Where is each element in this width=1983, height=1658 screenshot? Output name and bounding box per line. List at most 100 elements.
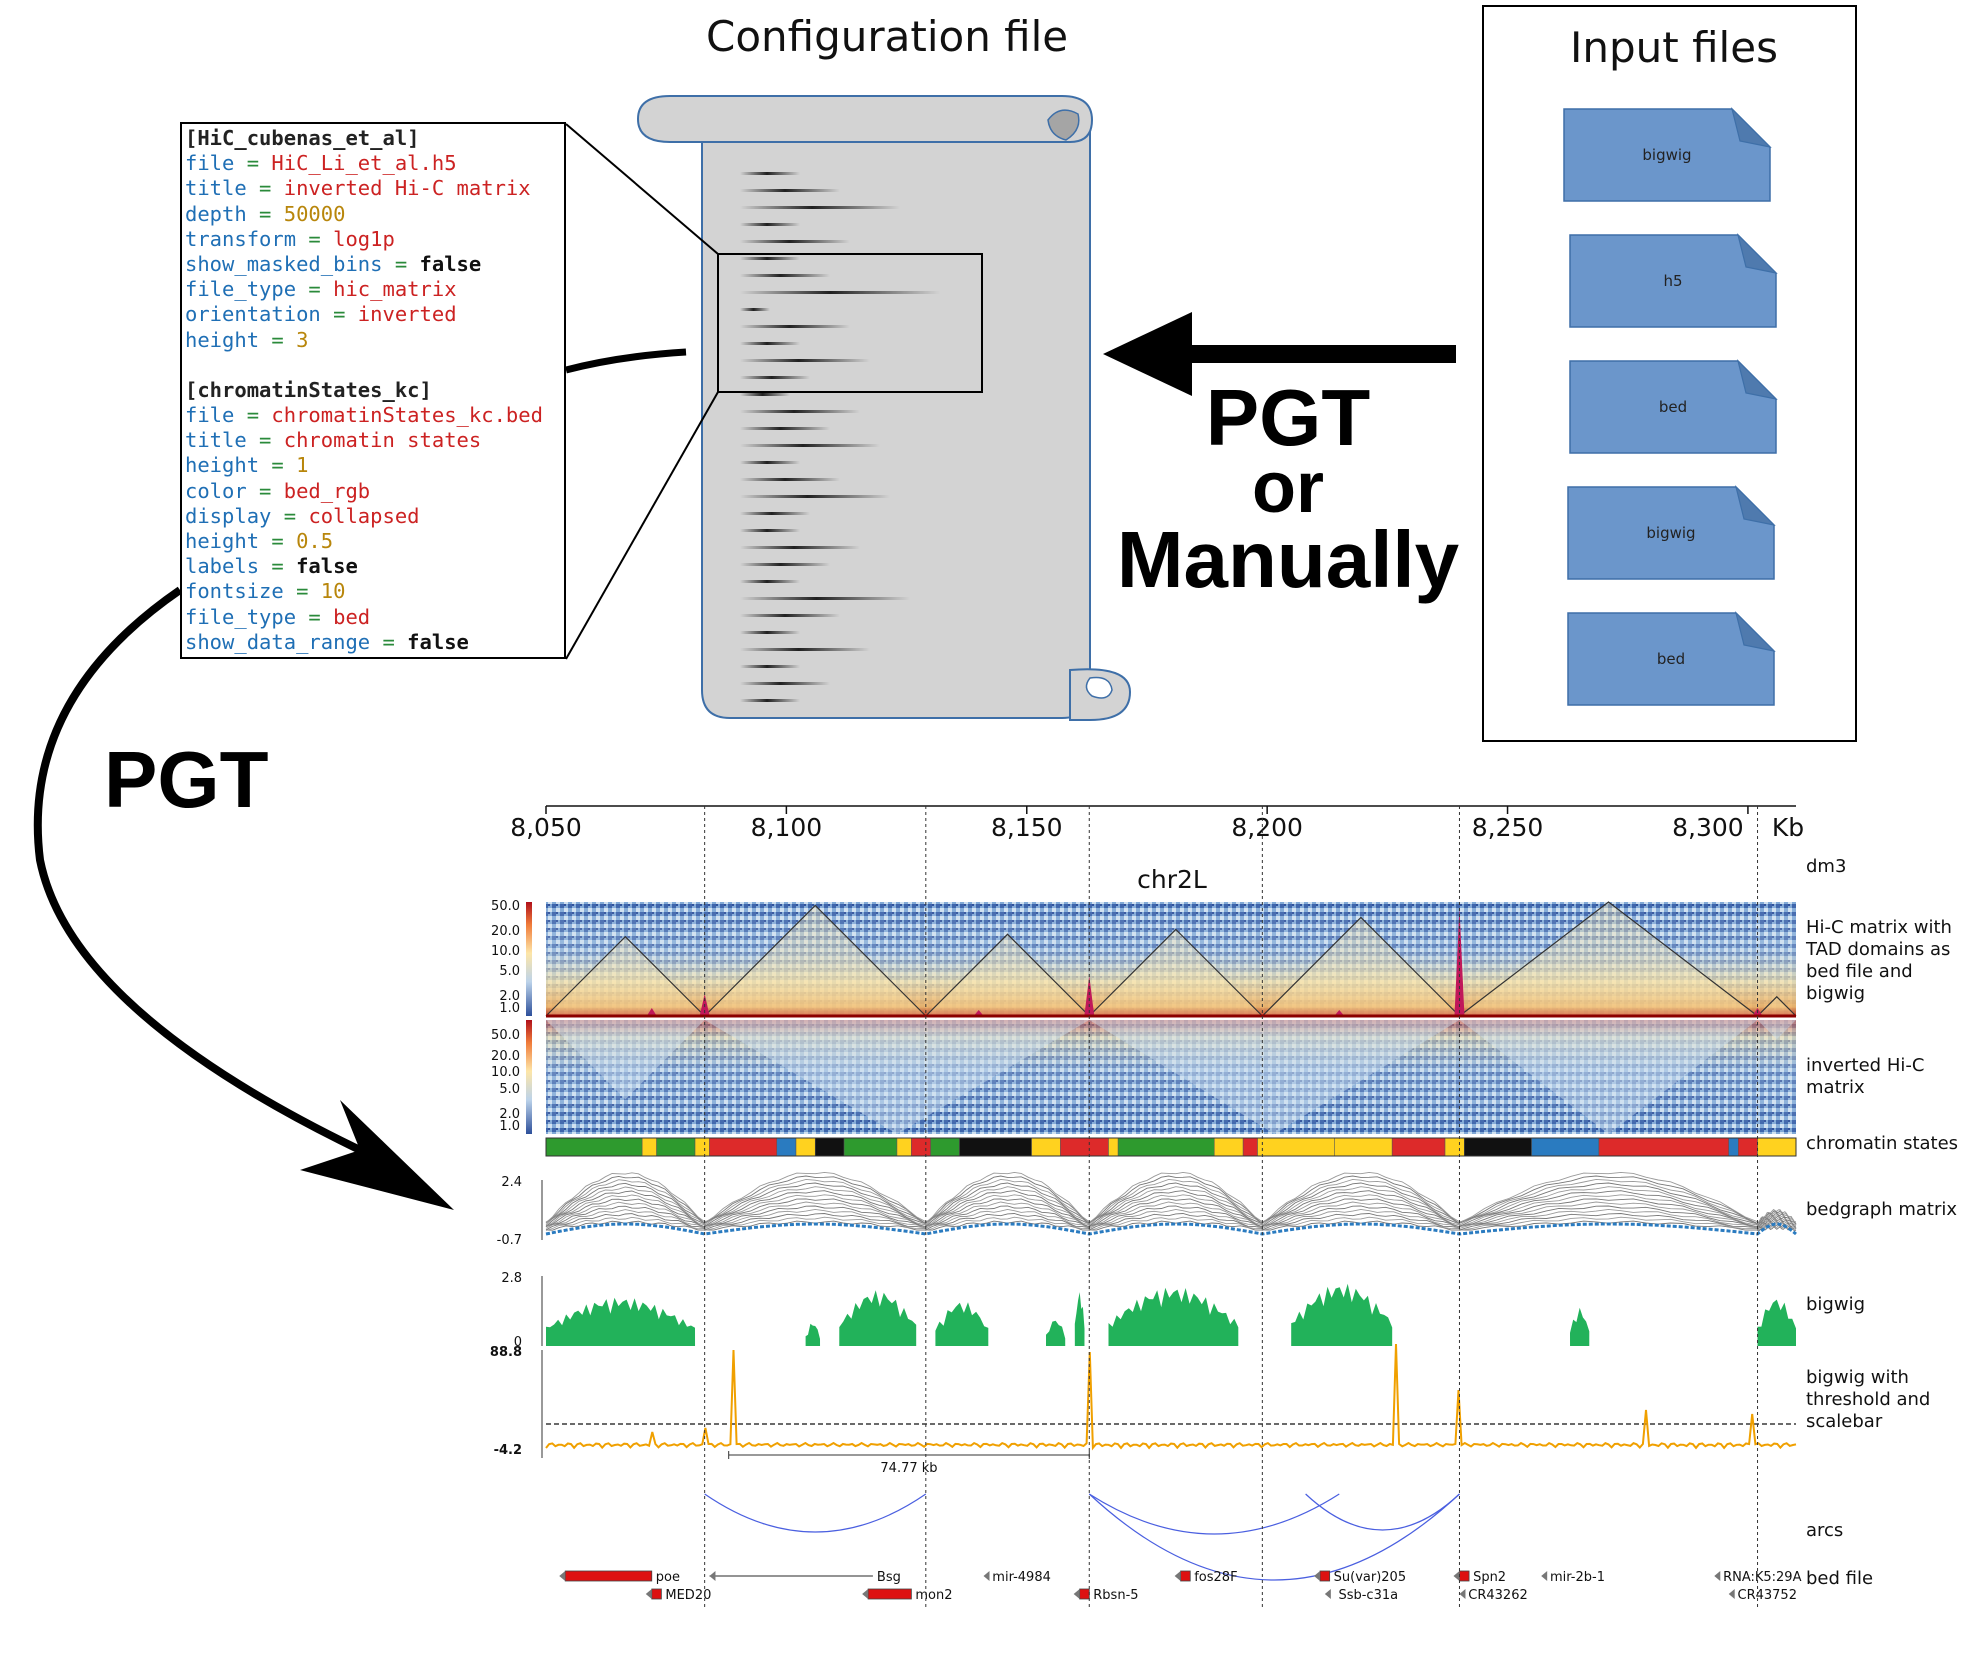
hic-bigwig-spike <box>646 1008 657 1016</box>
config-value: collapsed <box>308 503 420 528</box>
gene-label: poe <box>656 1570 680 1585</box>
chromatin-segment <box>896 1137 912 1157</box>
axis-tick-label: 8,300 <box>1672 813 1744 842</box>
config-equals: = <box>246 201 284 226</box>
chromatin-segment <box>795 1137 816 1157</box>
input-file-label: bigwig <box>1646 524 1695 542</box>
gene-label: Rbsn-5 <box>1093 1588 1138 1603</box>
bedgraph-line <box>545 1216 1797 1232</box>
config-key: file <box>185 403 235 428</box>
tad-domain <box>1757 995 1797 1017</box>
config-key: depth <box>185 201 247 226</box>
arrow-text-or: or <box>1252 448 1324 528</box>
config-value: 0.5 <box>296 529 334 553</box>
hic-top-scale-label: 50.0 <box>491 899 520 914</box>
chromatin-segment <box>694 1137 710 1157</box>
hic-inv-scale-label: 2.0 <box>499 1107 520 1122</box>
bedgraph-line <box>545 1205 1797 1230</box>
config-value: 50000 <box>283 201 346 226</box>
hic-inv-colorbar <box>526 1020 532 1134</box>
config-equals: = <box>296 226 334 251</box>
config-equals: = <box>283 579 321 604</box>
bigwig-max: 2.8 <box>501 1271 522 1286</box>
input-file-label: bed <box>1659 398 1687 416</box>
hic-top-label-1: Hi-C matrix with <box>1806 917 1952 938</box>
config-key: file_type <box>185 277 297 302</box>
config-value: bed <box>333 604 371 629</box>
input-file-icon-bigwig: bigwig <box>1567 485 1776 580</box>
bedgraph-line <box>545 1182 1797 1226</box>
bedgraph-line <box>545 1178 1797 1226</box>
config-value: hic_matrix <box>333 277 457 302</box>
config-key: display <box>185 503 272 528</box>
bedgraph-line <box>545 1194 1797 1228</box>
chromatin-segment <box>1334 1137 1393 1157</box>
bed-gene-row1: Bsg <box>709 1570 901 1585</box>
bedgraph-max: 2.4 <box>501 1175 522 1190</box>
tad-domain <box>545 935 706 1017</box>
config-key: file <box>185 151 235 176</box>
axis-tick-label: 8,100 <box>751 813 823 842</box>
config-equals: = <box>259 554 297 579</box>
config-value: inverted Hi-C matrix <box>283 176 531 201</box>
config-equals: = <box>234 151 272 176</box>
scalebar-label: 74.77 kb <box>880 1461 937 1476</box>
hic-top-scale-label: 1.0 <box>499 1001 520 1016</box>
config-key: transform <box>185 226 297 251</box>
bed-gene-row2: mon2 <box>862 1588 953 1603</box>
hic-top-scale-label: 2.0 <box>499 989 520 1004</box>
tad-domain <box>704 904 927 1017</box>
bedgraph-line <box>545 1198 1797 1228</box>
bedgraph-line <box>545 1220 1797 1232</box>
pgt-label: PGT <box>104 735 269 824</box>
bigwig-peak <box>1046 1320 1066 1346</box>
chromatin-segment <box>1242 1137 1258 1157</box>
config-entry: labels = false <box>185 554 561 579</box>
config-key: color <box>185 478 247 503</box>
bigwig-peak <box>1108 1287 1239 1346</box>
scroll-text-lines <box>740 172 940 702</box>
hic-top-label-4: bigwig <box>1806 983 1866 1004</box>
bed-gene-row1: mir-2b-1 <box>1541 1570 1605 1585</box>
chromatin-segment <box>776 1137 797 1157</box>
config-key: orientation <box>185 302 321 327</box>
chromatin-segment <box>843 1137 898 1157</box>
config-entry: show_data_range = false <box>185 630 561 655</box>
bigwig-peak <box>1570 1307 1590 1346</box>
arc <box>1088 1493 1460 1581</box>
bed-gene-row2: MED20 <box>645 1588 711 1603</box>
chromatin-segment <box>814 1137 845 1157</box>
config-value: HiC_Li_et_al.h5 <box>271 151 457 176</box>
tad-domain <box>1261 916 1460 1017</box>
config-value: inverted <box>357 302 457 327</box>
config-value: false <box>296 554 358 579</box>
chrom-label: chr2L <box>1137 865 1207 894</box>
arc <box>704 1493 927 1533</box>
gene-label: Su(var)205 <box>1334 1570 1406 1585</box>
bed-gene-row2: Rbsn-5 <box>1073 1588 1139 1603</box>
arc <box>1305 1493 1460 1531</box>
input-file-label: h5 <box>1663 272 1682 290</box>
left-arrow-head <box>1103 312 1192 396</box>
inverted-tad <box>704 1020 1090 1134</box>
chromatin-segment <box>1444 1137 1465 1157</box>
input-file-label: bigwig <box>1642 146 1691 164</box>
gene-label: Bsg <box>877 1570 901 1585</box>
bedgraph-line <box>545 1213 1797 1232</box>
threshold-label-1: bigwig with <box>1806 1367 1909 1388</box>
chromatin-segment <box>1738 1137 1758 1157</box>
bed-gene-row1: Spn2 <box>1453 1570 1506 1585</box>
config-entry: file = HiC_Li_et_al.h5 <box>185 151 561 176</box>
config-key: show_data_range <box>185 629 371 654</box>
config-equals: = <box>370 629 408 654</box>
bed-gene-row1: poe <box>559 1570 680 1585</box>
config-value: 3 <box>296 327 309 352</box>
config-value: false <box>419 251 482 276</box>
threshold-signal <box>545 1343 1797 1451</box>
chromatin-segment <box>930 1137 960 1157</box>
bigwig-track: 2.80 <box>501 1271 1796 1350</box>
gene-label: RNA:K5:29A <box>1723 1570 1802 1585</box>
